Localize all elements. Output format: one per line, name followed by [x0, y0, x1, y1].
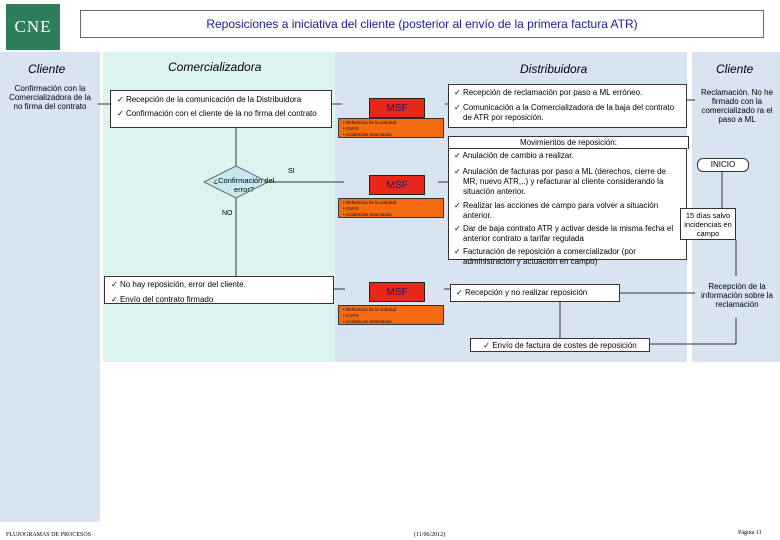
com-box1-item-1-label: Confirmación con el cliente de la no fir… [125, 109, 317, 118]
com-box2-item-1-label: Envío del contrato firmado [119, 295, 214, 304]
dist-box-no-reposicion: ✓ Recepción y no realizar reposición [450, 284, 620, 302]
msf3-item-0-label: Referencia de la solicitud [345, 307, 397, 312]
dist-box-factura: ✓ Envío de factura de costes de reposici… [470, 338, 650, 352]
dist-box2-item-2-label: Realizar las acciones de campo para volv… [462, 201, 659, 220]
cliente-confirmation-text: Confirmación con la Comercializadora de … [9, 84, 91, 111]
dist-box2-item-3-label: Dar de baja contrato ATR y activar desde… [462, 224, 674, 243]
dist-box1-item-0: ✓ Recepción de reclamación por paso a ML… [454, 88, 643, 97]
msf3-item-0: • Referencia de la solicitud [343, 307, 397, 312]
msf-label-1: MSF [369, 98, 425, 118]
dist-box2-item-0: ✓ Anulación de cambio a realizar. [454, 151, 574, 160]
msf1-item-0: • Referencia de la solicitud [343, 120, 397, 125]
cliente-recepcion-text: Recepción de la información sobre la rec… [700, 282, 774, 309]
msf2-item-0: • Referencia de la solicitud [343, 200, 397, 205]
dist-box2-item-4: ✓ Facturación de reposición a comerciali… [454, 247, 636, 266]
page-title: Reposiciones a iniciativa del cliente (p… [80, 10, 764, 38]
msf1-item-1: • CUPS [343, 126, 359, 131]
msf-details-3: • Referencia de la solicitud • CUPS • In… [338, 305, 444, 325]
msf-details-1: • Referencia de la solicitud • CUPS • In… [338, 118, 444, 138]
msf2-item-0-label: Referencia de la solicitud [345, 200, 397, 205]
footer-left: FLUJOGRAMAS DE PROCESOS [6, 532, 92, 538]
lane-header-distribuidora: Distribuidora [520, 62, 588, 76]
msf2-item-1: • CUPS [343, 206, 359, 211]
com-box-recepcion: ✓ Recepción de la comunicación de la Dis… [110, 90, 332, 128]
msf1-item-0-label: Referencia de la solicitud [345, 120, 397, 125]
msf-details-2: • Referencia de la solicitud • CUPS • In… [338, 198, 444, 218]
dist-box1-item-1: ✓ Comunicación a la Comercializadora de … [454, 103, 675, 122]
com-box2-item-0: ✓ No hay reposición, error del cliente. [111, 280, 246, 289]
com-box-no-reposicion: ✓ No hay reposición, error del cliente. … [104, 276, 334, 304]
dist-box2-item-3: ✓ Dar de baja contrato ATR y activar des… [454, 224, 674, 243]
footer-right: Página 11 [738, 530, 762, 536]
dist-box3-label: Recepción y no realizar reposición [464, 288, 588, 297]
com-box1-item-0: ✓ Recepción de la comunicación de la Dis… [117, 95, 302, 104]
msf1-item-2-label: Incidencias detectadas [345, 132, 392, 137]
lane-header-comercializadora: Comercializadora [168, 60, 262, 74]
dist-box2-item-2: ✓ Realizar las acciones de campo para vo… [454, 201, 659, 220]
lane-header-cliente-left: Cliente [28, 62, 66, 76]
msf-label-2: MSF [369, 175, 425, 195]
decision-diamond [202, 165, 270, 199]
com-box1-item-1: ✓ Confirmación con el cliente de la no f… [117, 109, 317, 118]
msf1-item-1-label: CUPS [345, 126, 359, 131]
com-box1-item-0-label: Recepción de la comunicación de la Distr… [125, 95, 302, 104]
decision-label: ¿Confirmación del error? [213, 176, 275, 194]
dist-box4-label: Envío de factura de costes de reposición [492, 341, 637, 350]
msf3-item-2: • Incidencias detectadas [343, 319, 392, 324]
dist-box2-item-1: ✓ Anulación de facturas por paso a ML (d… [454, 167, 666, 196]
msf2-item-2: • Incidencias detectadas [343, 212, 392, 217]
dist-box2-item-4-label: Facturación de reposición a comercializa… [462, 247, 636, 266]
msf1-item-2: • Incidencias detectadas [343, 132, 392, 137]
decision-si-label: SI [288, 168, 295, 175]
cliente-reclamacion-text: Reclamación. No he firmado con la comerc… [700, 88, 774, 124]
msf3-item-1: • CUPS [343, 313, 359, 318]
cne-logo: CNE [6, 4, 60, 50]
inicio-terminator: INICIO [697, 158, 749, 172]
lane-header-cliente-right: Cliente [716, 62, 754, 76]
lane-cliente-left [0, 52, 100, 522]
msf2-item-2-label: Incidencias detectadas [345, 212, 392, 217]
dist-box2-item-0-label: Anulación de cambio a realizar. [462, 151, 574, 160]
msf3-item-2-label: Incidencias detectadas [345, 319, 392, 324]
dist-box-movimientos: ✓ Anulación de cambio a realizar. ✓ Anul… [448, 148, 687, 266]
decision-no-label: NO [222, 210, 233, 217]
msf-label-3: MSF [369, 282, 425, 302]
dist-box-recepcion: ✓ Recepción de reclamación por paso a ML… [448, 84, 687, 128]
dist-box2-item-1-label: Anulación de facturas por paso a ML (der… [462, 167, 666, 196]
dias-box: 15 días salvo incidencias en campo [680, 208, 736, 240]
dist-box1-item-1-label: Comunicación a la Comercializadora de la… [462, 103, 675, 122]
footer-center: (11/06/2012) [414, 532, 446, 538]
msf2-item-1-label: CUPS [345, 206, 359, 211]
mov-header: Movimientos de reposición: [448, 136, 689, 149]
com-box2-item-1: ✓ Envío del contrato firmado [111, 295, 214, 304]
lane-cliente-right [692, 52, 780, 362]
com-box2-item-0-label: No hay reposición, error del cliente. [119, 280, 246, 289]
msf3-item-1-label: CUPS [345, 313, 359, 318]
dist-box1-item-0-label: Recepción de reclamación por paso a ML e… [462, 88, 643, 97]
